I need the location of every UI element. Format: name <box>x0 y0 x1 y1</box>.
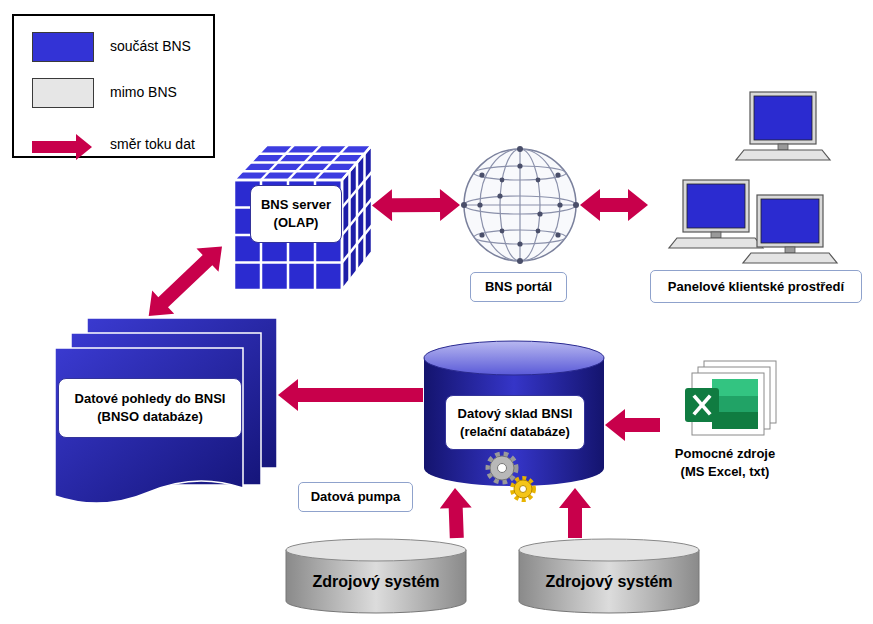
globe-symbol-part <box>557 202 562 207</box>
excel-icon-part <box>695 397 709 413</box>
olap-cube-part <box>234 145 372 290</box>
gear-symbol-part <box>490 456 514 480</box>
gear-symbol-part <box>514 480 532 498</box>
node-label: Datová pumpa <box>311 488 401 506</box>
globe-symbol-part <box>555 172 560 177</box>
node-label: Zdrojový systém <box>312 571 439 593</box>
label-box: Datové pohledy do BNSI (BNSO databáze) <box>58 378 242 438</box>
globe-symbol-part <box>461 202 467 208</box>
arrow-sample-part <box>32 134 92 160</box>
node-label: Datový sklad BNSI (relační databáze) <box>449 405 581 440</box>
globe-symbol-part <box>517 163 522 168</box>
olap-cube-part <box>234 180 342 290</box>
label-box: Datový sklad BNSI (relační databáze) <box>445 395 585 450</box>
excel-icon-part <box>685 388 719 422</box>
olap-cube-part <box>342 225 372 262</box>
gear-symbol <box>470 440 550 510</box>
computer-symbol-part <box>736 92 830 160</box>
legend-text: směr toku dat <box>110 136 195 152</box>
olap-cube-part <box>288 145 321 180</box>
globe-symbol-part <box>500 229 505 234</box>
database-cylinder-part <box>424 341 604 375</box>
label-box: Pomocné zdroje (MS Excel, txt) <box>666 443 784 483</box>
computer-symbol-part <box>669 180 763 248</box>
excel-icon-part <box>695 397 709 413</box>
flow-arrow <box>580 189 648 221</box>
label-box: BNS portál <box>470 272 567 302</box>
globe-symbol-part <box>461 146 579 264</box>
olap-cube-part <box>234 261 342 264</box>
legend-row: mimo BNS <box>32 78 212 110</box>
gear-symbol-part <box>498 464 507 473</box>
globe-symbol-part <box>517 258 523 264</box>
flow-arrow <box>149 246 222 316</box>
gear-symbol-part <box>513 479 533 499</box>
legend-text: součást BNS <box>110 38 191 54</box>
gear-symbol-part <box>489 455 515 481</box>
globe-symbol-part <box>517 241 522 246</box>
globe-symbol-part <box>497 193 502 198</box>
web-portal: BNS portál <box>460 145 580 305</box>
node-label: BNS portál <box>485 278 552 296</box>
globe-symbol-part <box>464 149 576 261</box>
flow-arrow <box>372 189 460 221</box>
source-system: Zdrojový systém <box>518 538 700 614</box>
source-system: Zdrojový systém <box>285 538 467 614</box>
olap-server: BNS server (OLAP) <box>222 140 372 292</box>
olap-cube-part <box>234 145 372 180</box>
label-box: BNS server (OLAP) <box>250 185 342 243</box>
arrow-sample <box>32 132 94 162</box>
legend-row: směr toku dat <box>32 130 212 162</box>
helper-sources: Pomocné zdroje (MS Excel, txt) <box>660 355 790 485</box>
olap-cube-part <box>315 145 348 180</box>
legend-swatch <box>32 32 94 62</box>
flow-arrow <box>278 379 423 411</box>
node-label: Pomocné zdroje (MS Excel, txt) <box>669 445 781 480</box>
node-label: BNS server (OLAP) <box>254 196 338 231</box>
flow-arrow <box>605 409 660 441</box>
label-box: Datová pumpa <box>298 482 413 512</box>
node-label: Datové pohledy do BNSI (BNSO databáze) <box>62 390 238 425</box>
globe-symbol-part <box>479 232 484 237</box>
node-label: Zdrojový systém <box>545 571 672 593</box>
globe-symbol-part <box>479 172 484 177</box>
source-cylinder-part <box>519 539 699 561</box>
database-cylinder-part <box>424 358 604 486</box>
olap-cube-part <box>342 145 372 290</box>
legend-box: součást BNS mimo BNS směr toku dat <box>12 14 215 158</box>
gear-symbol-part <box>520 486 527 493</box>
flow-arrow <box>440 488 472 538</box>
globe-symbol-part <box>477 202 482 207</box>
label-box: Zdrojový systém <box>518 562 700 602</box>
globe-symbol-part <box>555 232 560 237</box>
olap-cube-part <box>342 145 372 290</box>
data-pump: Datová pumpa <box>298 482 413 512</box>
globe-symbol-part <box>536 178 541 183</box>
excel-icon-part <box>692 373 764 435</box>
globe-symbol-part <box>464 149 576 261</box>
client-panel: Panelové klientské prostředí <box>648 85 862 305</box>
label-box: Zdrojový systém <box>285 562 467 602</box>
excel-icon-part <box>695 397 709 413</box>
globe-symbol-part <box>500 178 505 183</box>
flow-arrow <box>559 488 591 538</box>
globe-symbol-part <box>536 229 541 234</box>
source-cylinder-part <box>286 539 466 561</box>
olap-cube-part <box>261 145 294 180</box>
globe-symbol-part <box>517 146 523 152</box>
computer-symbol-part <box>743 195 837 263</box>
legend-row: součást BNS <box>32 32 212 64</box>
legend-text: mimo BNS <box>110 84 177 100</box>
olap-cube-part <box>234 180 342 290</box>
globe-symbol-part <box>464 196 576 214</box>
label-box: Panelové klientské prostředí <box>650 270 862 303</box>
globe-symbol-part <box>573 202 579 208</box>
globe-symbol-part <box>537 211 542 216</box>
legend-swatch <box>32 78 94 108</box>
data-views: Datové pohledy do BNSI (BNSO databáze) <box>55 316 278 510</box>
node-label: Panelové klientské prostředí <box>668 278 844 296</box>
document-stack-part <box>55 348 243 503</box>
